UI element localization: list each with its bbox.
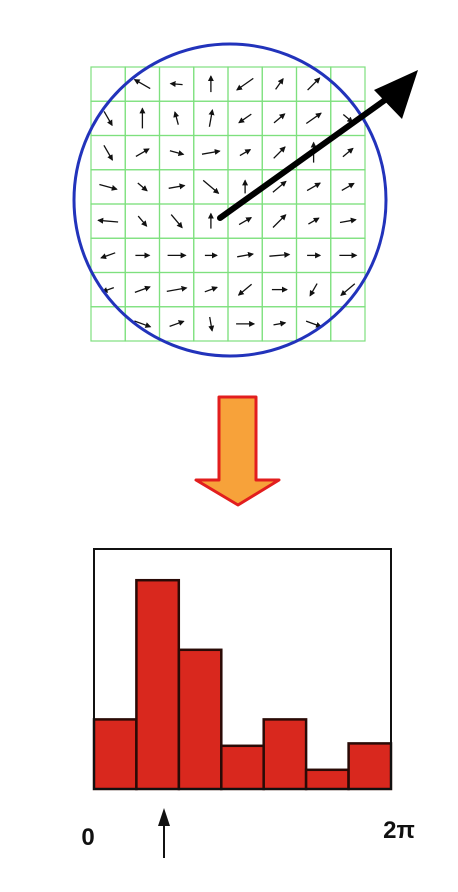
gradient-field	[72, 42, 418, 358]
gradient-vector	[273, 146, 286, 159]
sample-grid	[90, 66, 366, 342]
gradient-vector	[137, 182, 148, 192]
gradient-vector	[103, 144, 113, 161]
gradient-vector	[103, 111, 113, 127]
gradient-vector	[202, 179, 220, 194]
gradient-vector	[273, 113, 286, 124]
dominant-orientation-arrow	[217, 70, 418, 221]
orientation-histogram	[92, 548, 393, 791]
gradient-vector	[135, 148, 150, 157]
gradient-vector	[169, 81, 183, 88]
gradient-vector	[238, 217, 253, 226]
gradient-vector	[237, 251, 254, 258]
gradient-vector	[308, 217, 320, 225]
histogram-bar	[135, 578, 181, 791]
gradient-vector	[307, 77, 321, 91]
gradient-vector	[305, 320, 323, 328]
gradient-vector	[339, 217, 357, 224]
histogram-bar	[177, 648, 223, 791]
x-axis-start-label: 0	[81, 824, 94, 851]
gradient-vector	[340, 283, 356, 297]
gaussian-window-circle	[72, 42, 388, 358]
histogram-frame	[93, 548, 392, 790]
gradient-vector	[97, 217, 119, 224]
histogram-bar	[92, 718, 138, 791]
histogram-bar	[262, 718, 308, 791]
gradient-vector	[275, 77, 284, 90]
gradient-vector	[208, 316, 215, 332]
grid-cell	[90, 66, 126, 102]
histogram-bar	[220, 744, 265, 791]
gradient-vector	[272, 214, 287, 228]
gradient-vector	[168, 183, 186, 190]
gradient-vector	[170, 214, 183, 229]
gradient-vector	[99, 183, 118, 191]
gradient-vector	[272, 180, 287, 193]
gradient-vector	[166, 285, 188, 293]
gradient-vector	[134, 285, 151, 294]
down-arrow-icon	[194, 395, 281, 507]
gradient-vector	[239, 149, 252, 157]
histogram-bars	[92, 578, 393, 791]
gradient-vector	[204, 286, 218, 293]
gradient-vector	[100, 252, 116, 260]
gradient-vector	[309, 283, 318, 297]
gradient-vector	[169, 320, 185, 328]
gradient-vector	[341, 182, 355, 191]
gradient-vector	[237, 283, 253, 296]
gradient-vector	[273, 320, 287, 327]
grid-cell	[330, 306, 366, 342]
gradient-vector	[236, 77, 254, 91]
gradient-vector	[134, 320, 152, 328]
gradient-vector	[342, 147, 354, 158]
gradient-vector	[208, 109, 215, 127]
histogram-bar	[304, 768, 350, 791]
gradient-vector	[137, 215, 148, 227]
gradient-vector	[305, 112, 322, 125]
gradient-vector	[306, 182, 321, 192]
histogram-bar	[347, 742, 393, 791]
gradient-vector	[169, 150, 185, 157]
gradient-vector	[133, 79, 151, 90]
gradient-vector	[173, 111, 180, 125]
gradient-vector	[269, 251, 291, 258]
gradient-vector	[201, 149, 221, 155]
up-arrow-icon	[158, 808, 170, 858]
x-axis-end-label: 2π	[383, 817, 415, 844]
gradient-vector	[238, 113, 252, 124]
